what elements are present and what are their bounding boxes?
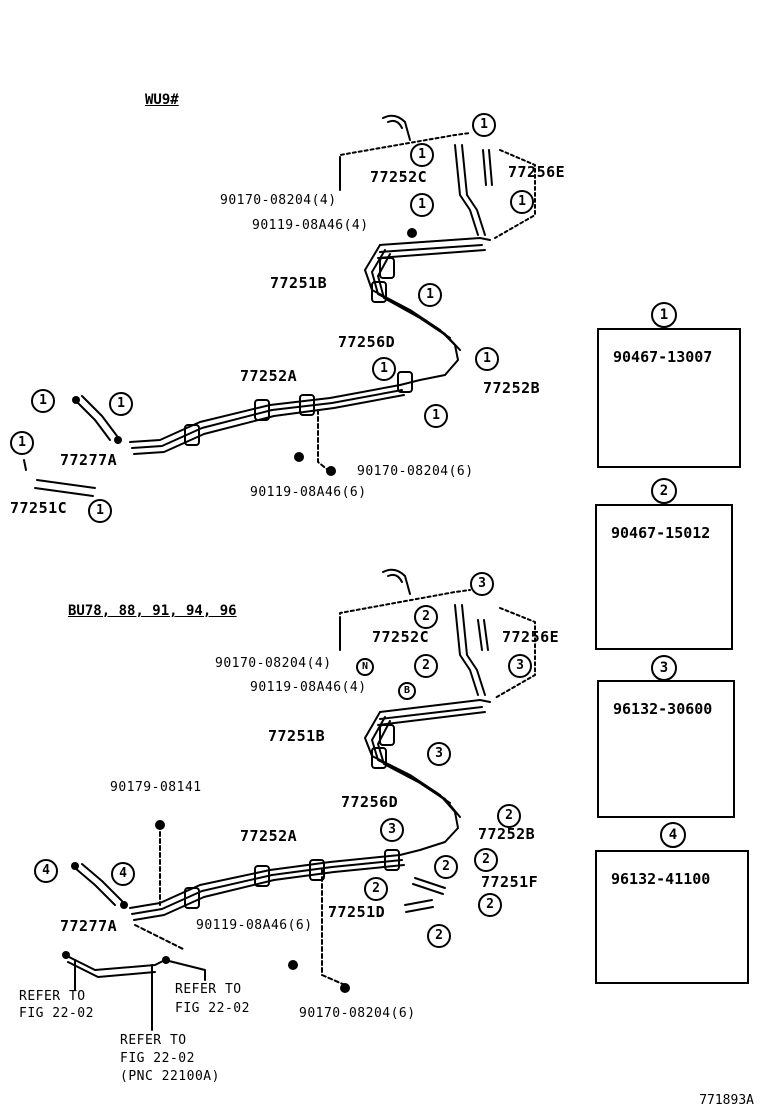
part-label-bolt-a: 90170-08204(4) [215,656,332,671]
refer-note-3-line1: REFER TO [120,1033,187,1048]
callout-3: 3 [427,742,451,766]
clamp-box-1: 90467-13007 [597,328,741,468]
part-label-bolt-c: 90170-08204(6) [357,464,474,479]
clamp-box-3-number: 3 [651,655,677,681]
part-label-77256d: 77256D [341,793,399,811]
callout-3: 3 [470,572,494,596]
part-label-77251c: 77251C [10,499,68,517]
callout-1: 1 [410,143,434,167]
refer-note-2-line1: REFER TO [175,982,242,997]
clamp-box-1-part: 90467-13007 [613,348,713,366]
section-title-bu: BU78, 88, 91, 94, 96 [68,603,237,619]
part-label-77252b: 77252B [483,379,541,397]
callout-1: 1 [10,431,34,455]
part-label-77251f: 77251F [481,873,539,891]
part-label-77251b: 77251B [268,727,326,745]
callout-4: 4 [111,862,135,886]
part-label-bolt-a: 90170-08204(4) [220,193,337,208]
callout-2: 2 [474,848,498,872]
callout-3: 3 [380,818,404,842]
clamp-box-4: 96132-41100 [595,850,749,984]
callout-1: 1 [372,357,396,381]
callout-1: 1 [410,193,434,217]
clamp-box-1-number: 1 [651,302,677,328]
refer-note-3-line3: (PNC 22100A) [120,1069,220,1084]
callout-1: 1 [472,113,496,137]
top-fuel-tube-assembly [23,114,536,497]
refer-note-2-line2: FIG 22-02 [175,1001,250,1016]
part-label-77277a: 77277A [60,451,118,469]
clamp-box-3: 96132-30600 [597,680,735,818]
refer-note-1-line2: FIG 22-02 [19,1006,94,1021]
callout-1: 1 [88,499,112,523]
section-title-wu9: WU9# [145,92,179,108]
callout-4: 4 [34,859,58,883]
part-label-90179: 90179-08141 [110,780,202,795]
callout-1: 1 [109,392,133,416]
callout-2: 2 [478,893,502,917]
part-label-77252c: 77252C [370,168,428,186]
part-label-77252a: 77252A [240,827,298,845]
part-label-bolt-b: 90119-08A46(4) [250,680,367,695]
clamp-box-3-part: 96132-30600 [613,700,713,718]
clamp-box-2-number: 2 [651,478,677,504]
callout-n: N [356,658,374,676]
figure-id: 771893A [699,1093,754,1108]
part-label-bolt-c: 90170-08204(6) [299,1006,416,1021]
callout-1: 1 [510,190,534,214]
callout-2: 2 [427,924,451,948]
callout-2: 2 [414,605,438,629]
clamp-box-2: 90467-15012 [595,504,733,650]
callout-3: 3 [508,654,532,678]
callout-1: 1 [31,389,55,413]
bottom-fuel-tube-assembly [64,568,536,1031]
callout-2: 2 [364,877,388,901]
callout-1: 1 [418,283,442,307]
callout-1: 1 [424,404,448,428]
part-label-bolt-b: 90119-08A46(4) [252,218,369,233]
callout-b: B [398,682,416,700]
refer-note-1-line1: REFER TO [19,989,86,1004]
part-label-77256d: 77256D [338,333,396,351]
part-label-77252b: 77252B [478,825,536,843]
clamp-box-2-part: 90467-15012 [611,524,711,542]
clamp-box-4-part: 96132-41100 [611,870,711,888]
part-label-77277a: 77277A [60,917,118,935]
part-label-bolt-d: 90119-08A46(6) [250,485,367,500]
callout-2: 2 [497,804,521,828]
clamp-box-4-number: 4 [660,822,686,848]
part-label-77251b: 77251B [270,274,328,292]
part-label-bolt-d: 90119-08A46(6) [196,918,313,933]
callout-2: 2 [434,855,458,879]
part-label-77252c: 77252C [372,628,430,646]
callout-2: 2 [414,654,438,678]
part-label-77251d: 77251D [328,903,386,921]
callout-1: 1 [475,347,499,371]
part-label-77256e: 77256E [502,628,560,646]
refer-note-3-line2: FIG 22-02 [120,1051,195,1066]
part-label-77252a: 77252A [240,367,298,385]
part-label-77256e: 77256E [508,163,566,181]
